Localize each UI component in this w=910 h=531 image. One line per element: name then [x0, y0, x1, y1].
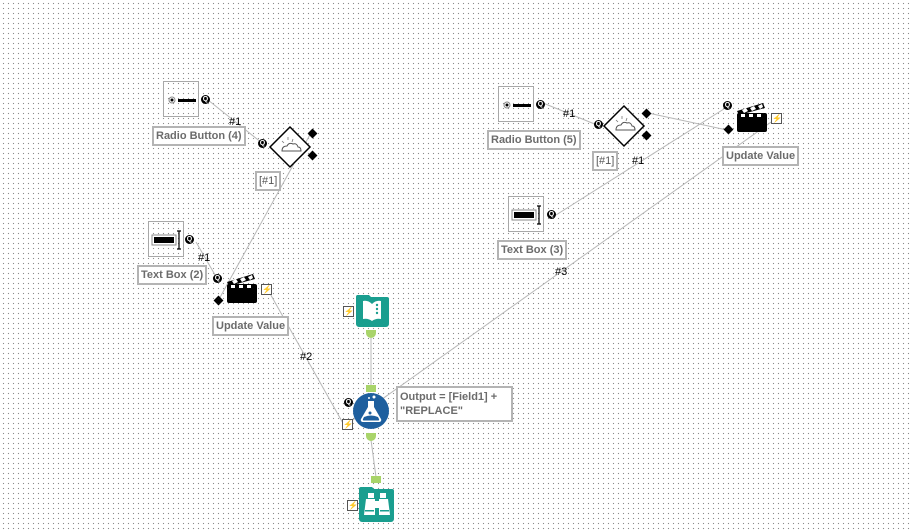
clapperboard-icon [227, 274, 257, 303]
tool-label: Radio Button (5) [487, 130, 581, 150]
conn-label: #2 [300, 351, 313, 363]
formula-expression-label: Output = [Field1] + "REPLACE" [396, 386, 513, 422]
question-anchor-output[interactable]: Q [201, 95, 210, 104]
clapperboard-icon [737, 103, 767, 132]
action-anchor-input[interactable] [723, 124, 734, 135]
condition-icon [602, 104, 646, 148]
conn-label: #1 [632, 155, 645, 167]
question-anchor-input[interactable]: Q [594, 120, 603, 129]
conn-condition-right-t-update-right [647, 112, 728, 131]
conn-label: #1 [563, 108, 576, 120]
tool-label: Text Box (2) [137, 265, 208, 285]
tool-label: [#1] [592, 151, 619, 171]
condition-icon [268, 125, 312, 169]
conn-label: #1 [198, 252, 211, 264]
action-anchor-input[interactable]: ⚡ [342, 419, 353, 430]
text-box-icon [508, 196, 544, 232]
question-anchor-input[interactable]: Q [344, 398, 353, 407]
action-anchor-output[interactable]: ⚡ [261, 284, 272, 295]
question-anchor-input[interactable]: Q [723, 101, 732, 110]
tool-label: Text Box (3) [497, 240, 568, 260]
tool-label: Update Value [212, 316, 290, 336]
input-anchor[interactable] [366, 385, 376, 392]
radio-button-icon [498, 86, 534, 122]
conn-formula-browse [370, 439, 377, 478]
action-anchor-input[interactable] [213, 295, 224, 306]
radio-button-icon [163, 81, 199, 117]
text-box-icon [148, 221, 184, 257]
action-anchor-output[interactable]: ⚡ [771, 113, 782, 124]
conn-label: #1 [229, 116, 242, 128]
text-input-book-icon [355, 295, 389, 327]
output-anchor[interactable] [366, 433, 376, 441]
question-anchor-output[interactable]: Q [536, 100, 545, 109]
question-anchor-input[interactable]: Q [213, 274, 222, 283]
tool-label: Radio Button (4) [152, 126, 246, 146]
formula-flask-icon [353, 393, 389, 429]
browse-binoculars-icon [359, 487, 394, 522]
question-anchor-output[interactable]: Q [547, 210, 556, 219]
tool-label: [#1] [255, 171, 282, 191]
input-anchor[interactable] [371, 476, 381, 483]
question-anchor-output[interactable]: Q [185, 235, 194, 244]
action-anchor-input[interactable]: ⚡ [343, 306, 354, 317]
tool-label: Update Value [722, 146, 800, 166]
output-anchor[interactable] [366, 330, 376, 338]
conn-label: #3 [555, 266, 568, 278]
action-anchor-input[interactable]: ⚡ [347, 500, 358, 511]
question-anchor-input[interactable]: Q [258, 139, 267, 148]
